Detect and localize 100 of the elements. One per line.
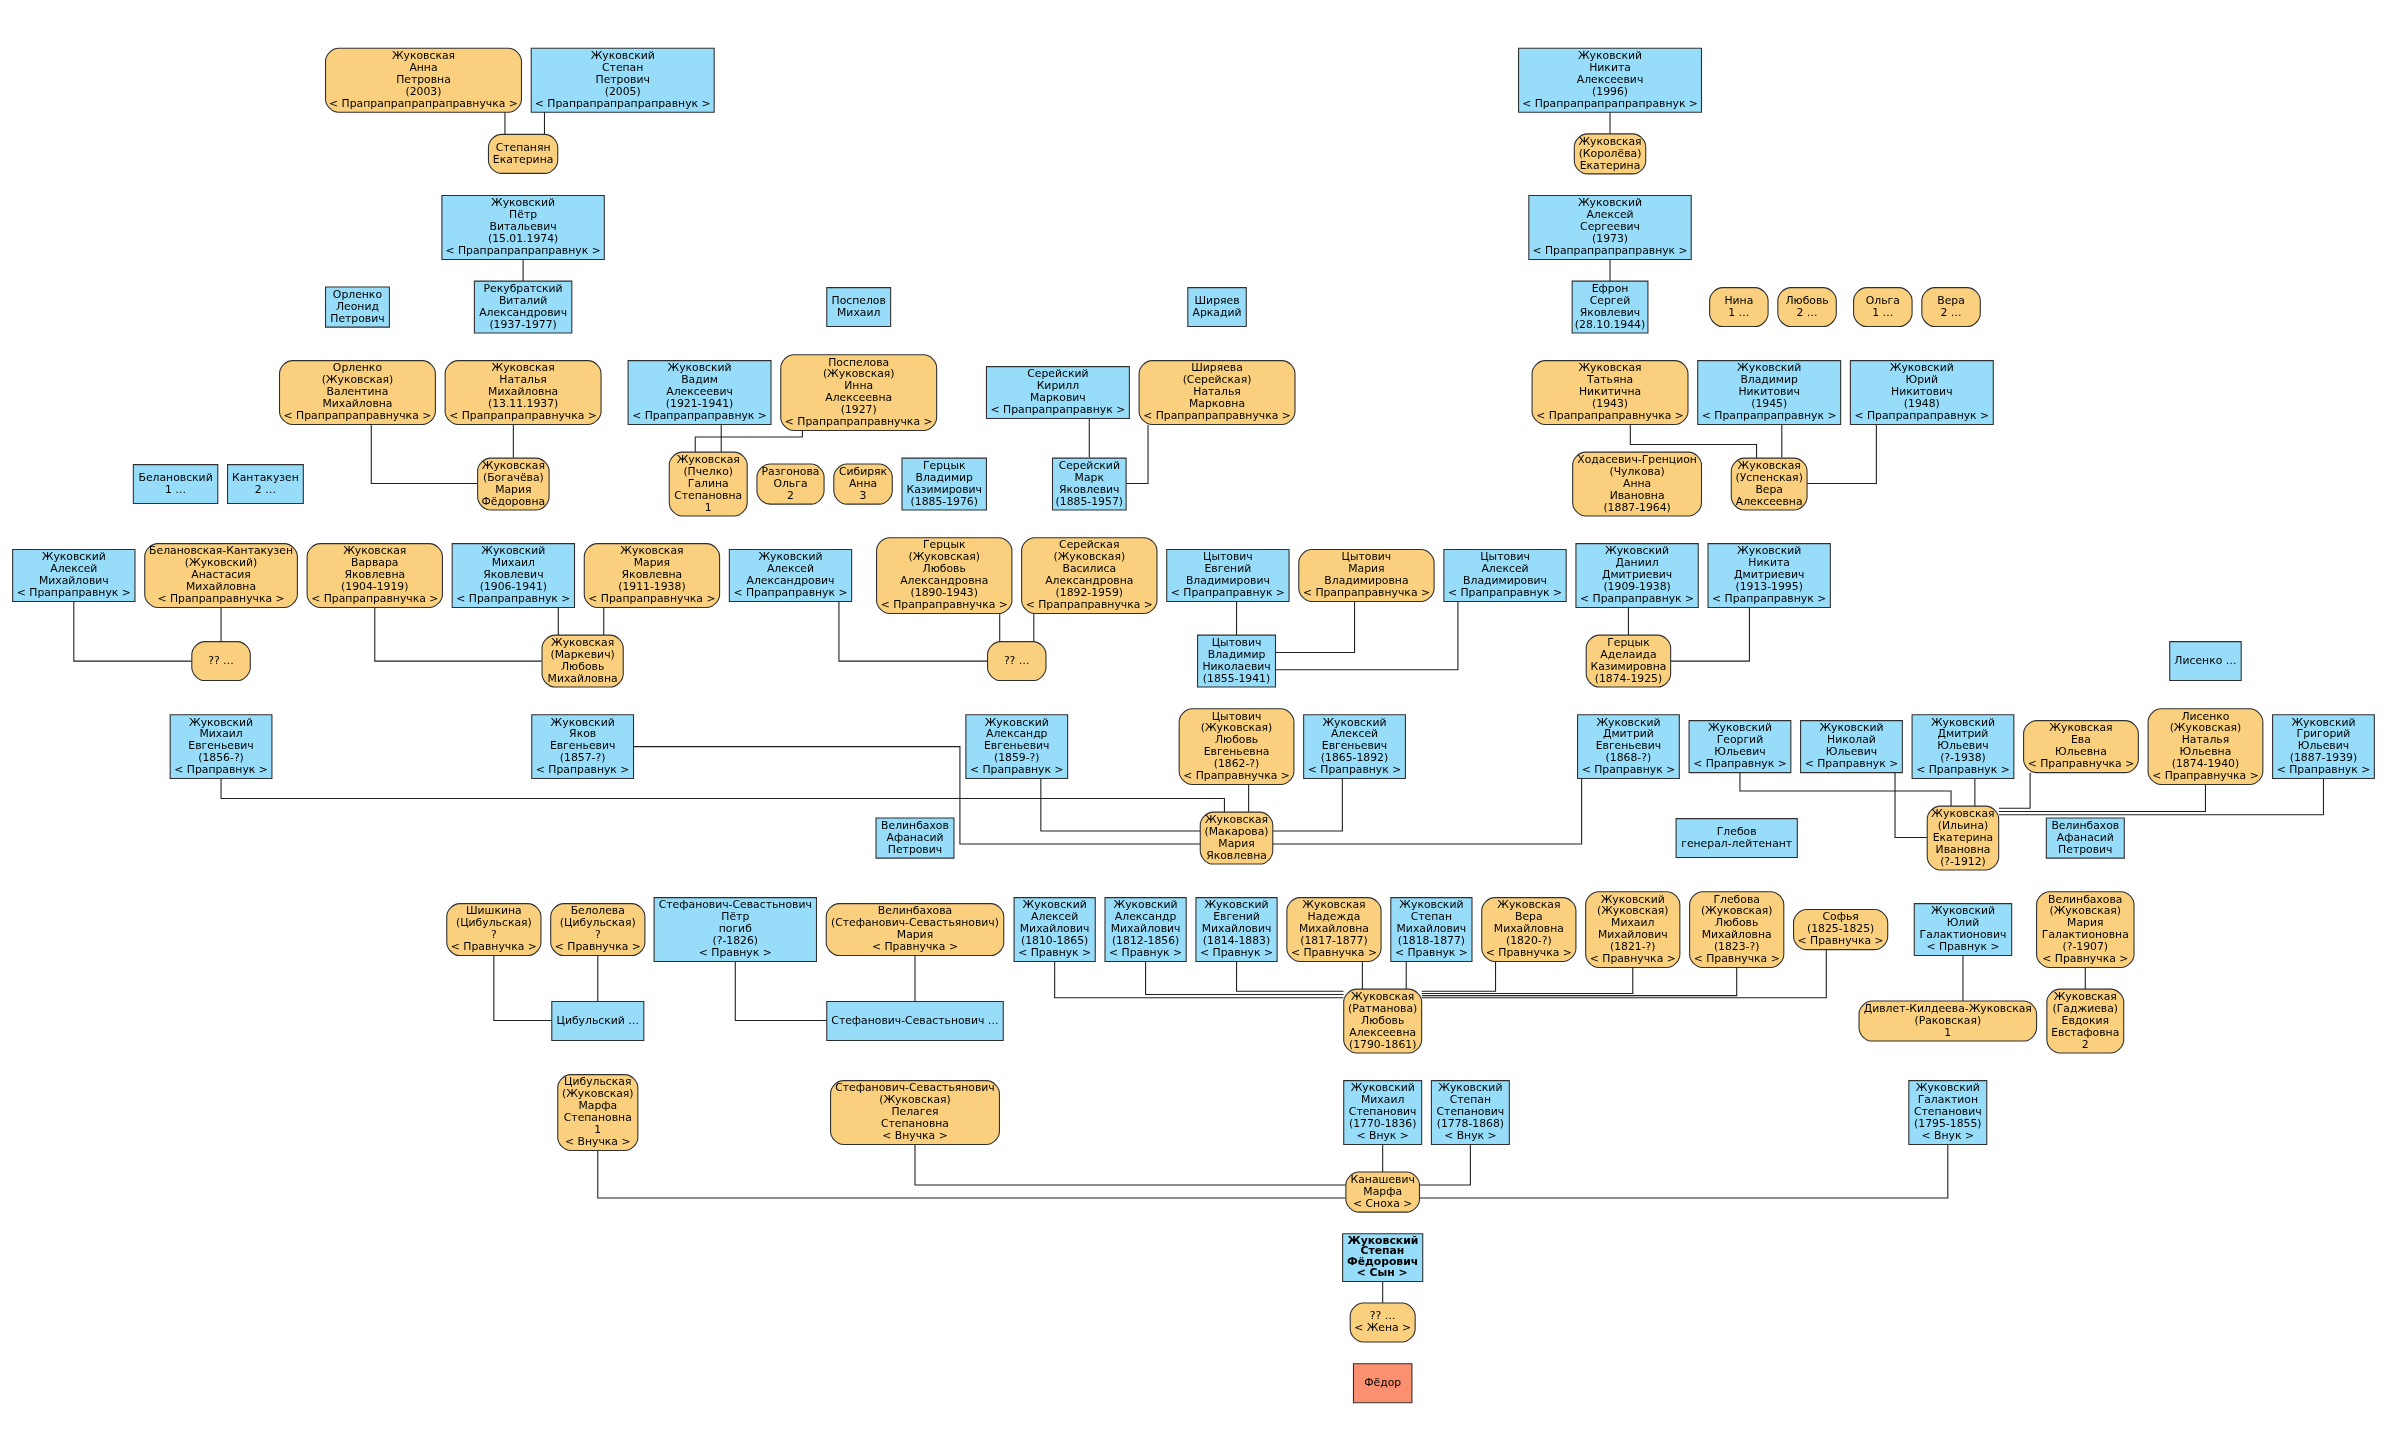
connector bbox=[1998, 777, 2324, 815]
node-box: Жуковский Галактион Степанович (1795-1855) < Внук > bbox=[1908, 1079, 1988, 1145]
node-box: Жуковский Алексей Александрович < Прапраправнук > bbox=[728, 548, 853, 602]
node-box: Жуковский Николай Юльевич < Праправнук > bbox=[1800, 719, 1903, 773]
connector bbox=[1739, 771, 1952, 806]
node-box: Жуковская Татьяна Никитична (1943) < Прапрапраправнучка > bbox=[1531, 359, 1689, 425]
node-box: Жуковская (Ильина) Екатерина Ивановна (?-1912) bbox=[1926, 805, 2000, 871]
connector bbox=[694, 429, 803, 452]
connector bbox=[734, 960, 828, 1021]
node-box: Жуковский Пётр Витальевич (15.01.1974) < Прапрапрапраправнук > bbox=[441, 194, 605, 260]
connector bbox=[914, 954, 916, 1002]
connector bbox=[1609, 258, 1611, 282]
connector bbox=[1629, 423, 1758, 458]
node-box: Жуковская (Макарова) Мария Яковлевна bbox=[1199, 811, 1274, 865]
connector bbox=[493, 954, 553, 1021]
node-box: Поспелова (Жуковская) Инна Алексеевна (1927) < Прапрапраправнучка > bbox=[780, 353, 938, 431]
connector bbox=[1405, 960, 1407, 990]
connector bbox=[522, 258, 524, 282]
node-box: Цибульская (Жуковская) Марфа Степановна 1 < Внучка > bbox=[557, 1073, 639, 1151]
node-box: Жуковская Наталья Михайловна (13.11.1937) < Прапрапраправнучка > bbox=[444, 359, 602, 425]
node-box: Цибульский … bbox=[551, 1000, 645, 1041]
node-box: Жуковский Георгий Юльевич < Праправнук > bbox=[1688, 719, 1792, 773]
connector bbox=[1272, 778, 1583, 845]
node-box: Ширяев Аркадий bbox=[1187, 286, 1247, 327]
connector bbox=[597, 1149, 1346, 1199]
node-box: Лисенко … bbox=[2169, 640, 2242, 681]
connector bbox=[1670, 606, 1750, 662]
node-box: Жуковская Мария Яковлевна (1911-1938) < Прапраправнучка > bbox=[583, 542, 721, 608]
connector bbox=[1033, 612, 1035, 642]
connector bbox=[1421, 960, 1497, 992]
node-box: Велинбахова (Стефанович-Севастьянович) Мария < Правнучка > bbox=[825, 902, 1005, 956]
node-box: Поспелов Михаил bbox=[826, 286, 892, 327]
node-box: Жуковская (Ратманова) Любовь Алексеевна (1790-1861) bbox=[1343, 988, 1423, 1054]
connector bbox=[220, 606, 222, 642]
connector bbox=[838, 600, 988, 662]
node-box: Жуковский Вадим Алексеевич (1921-1941) < Прапрапраправнук > bbox=[627, 359, 772, 425]
node-box: Вера 2 … bbox=[1921, 286, 1981, 327]
node-box: Степанян Екатерина bbox=[487, 133, 559, 174]
node-box: Жуковский Юрий Никитович (1948) < Прапрапраправнук > bbox=[1849, 359, 1994, 425]
node-box: Жуковский Степан Фёдорович < Сын > bbox=[1342, 1232, 1424, 1282]
connector bbox=[1275, 600, 1356, 653]
node-box: Велинбахов Афанасий Петрович bbox=[875, 817, 955, 859]
node-box: Жуковская (Успенская) Вера Алексеевна bbox=[1730, 457, 1808, 511]
connector bbox=[512, 423, 514, 458]
connector bbox=[1088, 417, 1090, 458]
node-box: Серейский Марк Яковлевич (1885-1957) bbox=[1051, 457, 1127, 511]
node-box: Жуковский (Жуковская) Михаил Михайлович (1821-?) < Правнучка > bbox=[1585, 890, 1681, 968]
connector bbox=[597, 954, 599, 1002]
node-box: Жуковский Александр Евгеньевич (1859-?) < Праправнук > bbox=[965, 713, 1069, 779]
node-box: Жуковский Михаил Яковлевич (1906-1941) < Прапраправнук > bbox=[451, 542, 576, 608]
node-box: Серейский Кирилл Маркович < Прапрапраправнук > bbox=[985, 365, 1130, 419]
node-box: Глебов генерал-лейтенант bbox=[1675, 817, 1798, 858]
connector bbox=[1962, 954, 1964, 1001]
connector bbox=[1421, 966, 1634, 994]
connector bbox=[1040, 777, 1201, 832]
connector bbox=[1272, 777, 1343, 832]
node-box: Орленко (Жуковская) Валентина Михайловна < Прапрапраправнучка > bbox=[278, 359, 436, 425]
connector bbox=[1248, 783, 1250, 812]
connector bbox=[1419, 1143, 1471, 1186]
node-box: Цытович Алексей Владимирович < Прапраправнук > bbox=[1443, 548, 1567, 602]
node-box: Нина 1 … bbox=[1709, 286, 1769, 327]
connector bbox=[2084, 966, 2086, 990]
connector bbox=[504, 111, 506, 135]
connector bbox=[1998, 771, 2031, 809]
connector bbox=[1145, 960, 1345, 995]
node-box: Жуковская Анна Петровна (2003) < Прапрапрапрапраправнучка > bbox=[324, 47, 522, 113]
connector bbox=[999, 612, 1001, 642]
node-box: ?? … < Жена > bbox=[1349, 1302, 1416, 1343]
connector bbox=[1998, 783, 2206, 812]
node-box: Герцык (Жуковская) Любовь Александровна (1890-1943) < Прапраправнучка > bbox=[876, 536, 1013, 614]
node-box: Жуковская (Гаджиева) Евдокия Евстафовна 2 bbox=[2046, 988, 2125, 1054]
node-box: ?? … bbox=[987, 640, 1047, 681]
node-box: Цытович Мария Владимировна < Прапраправнучка > bbox=[1298, 548, 1435, 602]
node-box: Герцык Владимир Казимирович (1885-1976) bbox=[901, 457, 987, 511]
node-box: Жуковский Алексей Михайлович (1810-1865) < Правнук > bbox=[1013, 896, 1096, 962]
node-box: Софья (1825-1825) < Правнучка > bbox=[1793, 908, 1889, 950]
node-box: ?? … bbox=[191, 640, 251, 681]
node-box: Жуковский Алексей Михайлович < Прапраправнук > bbox=[12, 548, 136, 602]
connector bbox=[1609, 111, 1611, 134]
node-box: Ефрон Сергей Яковлевич (28.10.1944) bbox=[1571, 280, 1649, 334]
node-box: Любовь 2 … bbox=[1777, 286, 1837, 327]
connector bbox=[1382, 1143, 1384, 1173]
node-box: Жуковский Александр Михайлович (1812-1856) < Правнук > bbox=[1104, 896, 1187, 962]
connector bbox=[1419, 1143, 1949, 1199]
connector bbox=[370, 423, 479, 484]
node-box: Ширяева (Серейская) Наталья Марковна < Прапрапраправнучка > bbox=[1138, 359, 1296, 425]
connector bbox=[1054, 960, 1344, 998]
node-box: Жуковский Степан Петрович (2005) < Прапрапрапрапраправнук > bbox=[530, 47, 715, 113]
node-box: Серейская (Жуковская) Василиса Александровна (1892-1959) < Прапраправнучка > bbox=[1021, 536, 1158, 614]
node-box: Глебова (Жуковская) Любовь Михайловна (1823-?) < Правнучка > bbox=[1689, 890, 1785, 968]
connector bbox=[1894, 771, 1928, 838]
node-box: Сибиряк Анна 3 bbox=[833, 463, 893, 505]
connector bbox=[1974, 777, 1976, 807]
connector bbox=[73, 600, 193, 662]
node-box: Лисенко (Жуковская) Наталья Юльевна (1874-1940) < Праправнучка > bbox=[2147, 707, 2264, 785]
node-box: Жуковский Алексей Сергеевич (1973) < Прапрапрапраправнук > bbox=[1528, 194, 1692, 260]
connector bbox=[1421, 948, 1827, 998]
node-box: Жуковская Ева Юльевна < Праправнучка > bbox=[2023, 719, 2139, 773]
connector bbox=[1806, 423, 1877, 484]
node-box: Жуковская (Королёва) Екатерина bbox=[1573, 132, 1647, 174]
